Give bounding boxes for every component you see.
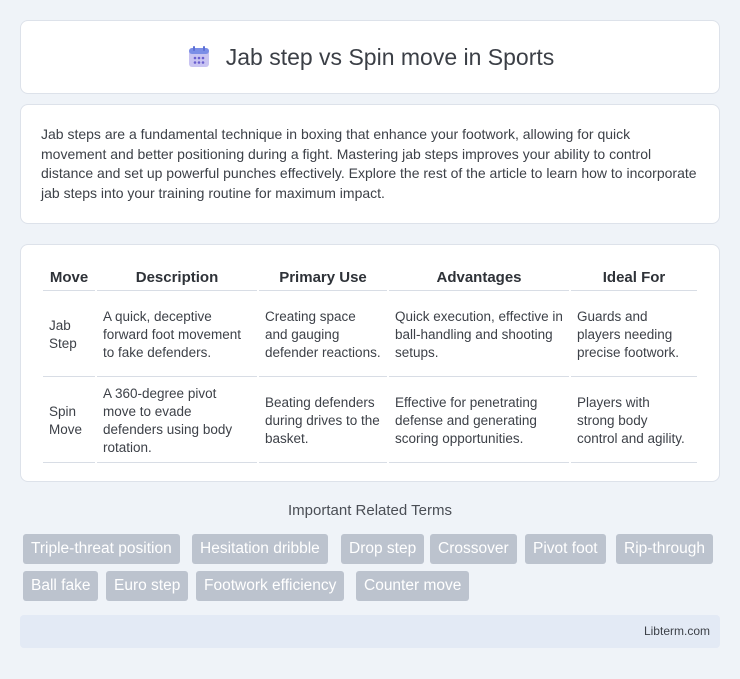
table-cell: Beating defenders during drives to the b… [259, 379, 387, 463]
comparison-table-card: Move Description Primary Use Advantages … [20, 244, 720, 482]
tag-crossover[interactable]: Crossover [430, 534, 517, 564]
table-cell: Quick execution, effective in ball-handl… [389, 293, 569, 377]
page-title: Jab step vs Spin move in Sports [225, 43, 555, 70]
tag-pivot-foot[interactable]: Pivot foot [525, 534, 606, 564]
tag-footwork-efficiency[interactable]: Footwork efficiency [196, 571, 345, 601]
column-header-description: Description [97, 267, 257, 291]
tag-ball-fake[interactable]: Ball fake [23, 571, 99, 601]
title-wrap: Jab step vs Spin move in Sports [186, 43, 555, 71]
table-cell: Jab Step [43, 293, 95, 377]
intro-card: Jab steps are a fundamental technique in… [20, 104, 720, 224]
tag-hesitation-dribble[interactable]: Hesitation dribble [192, 534, 328, 564]
table-cell: A quick, deceptive forward foot movement… [97, 293, 257, 377]
header-card: Jab step vs Spin move in Sports [20, 20, 720, 94]
related-terms-title: Important Related Terms [288, 502, 452, 519]
table-cell: Creating space and gauging defender reac… [259, 293, 387, 377]
table-cell: Effective for penetrating defense and ge… [389, 379, 569, 463]
comparison-table: Move Description Primary Use Advantages … [41, 265, 699, 465]
calendar-icon [188, 46, 209, 67]
tag-drop-step[interactable]: Drop step [341, 534, 425, 564]
footer-site-link[interactable]: Libterm.com [643, 624, 710, 638]
tag-counter-move[interactable]: Counter move [356, 571, 470, 601]
column-header-ideal-for: Ideal For [571, 267, 697, 291]
tag-rip-through[interactable]: Rip-through [616, 534, 713, 564]
column-header-advantages: Advantages [389, 267, 569, 291]
column-header-move: Move [43, 267, 95, 291]
table-cell: A 360-degree pivot move to evade defende… [97, 379, 257, 463]
table-row: Spin Move A 360-degree pivot move to eva… [43, 379, 697, 463]
table-header-row: Move Description Primary Use Advantages … [43, 267, 697, 291]
tag-triple-threat-position[interactable]: Triple-threat position [23, 534, 180, 564]
intro-paragraph: Jab steps are a fundamental technique in… [41, 126, 697, 201]
table-cell: Guards and players needing precise footw… [571, 293, 697, 377]
table-row: Jab Step A quick, deceptive forward foot… [43, 293, 697, 377]
tag-euro-step[interactable]: Euro step [106, 571, 189, 601]
table-cell: Spin Move [43, 379, 95, 463]
footer: Libterm.com [20, 615, 720, 648]
column-header-primary-use: Primary Use [259, 267, 387, 291]
table-cell: Players with strong body control and agi… [571, 379, 697, 463]
